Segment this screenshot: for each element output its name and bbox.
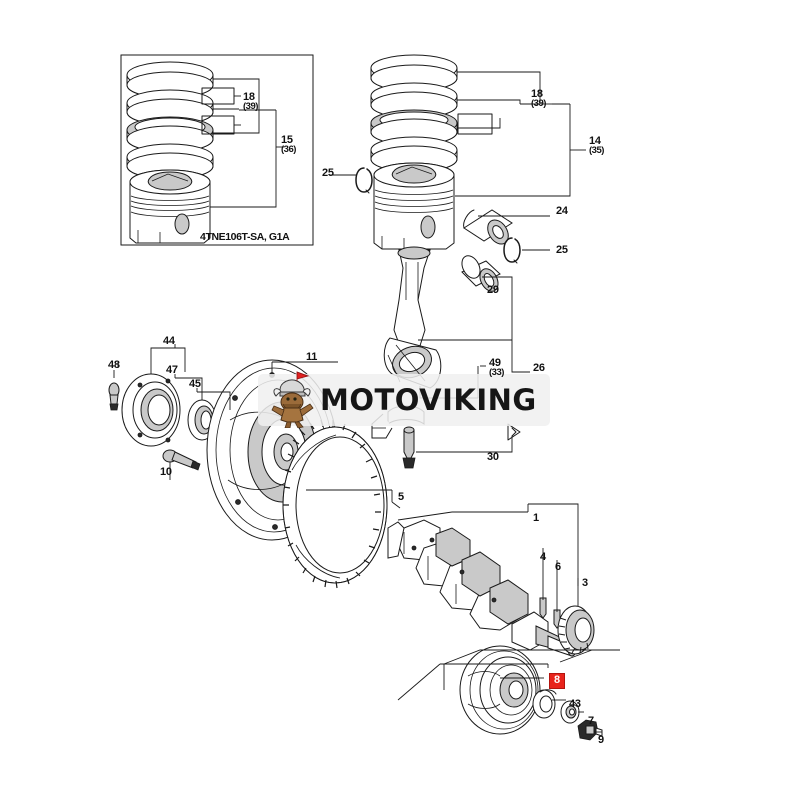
callout-alt-number: (36) <box>281 144 296 155</box>
callout-key[interactable]: 4 <box>540 551 546 563</box>
callout-number: 48 <box>108 359 120 371</box>
callout-o-ring[interactable]: 45 <box>189 378 201 390</box>
callout-number: 11 <box>306 351 318 363</box>
callout-number: 5 <box>398 491 404 503</box>
inset-panel-4tne106t <box>120 54 314 246</box>
callout-alt-number: (39) <box>243 101 258 112</box>
pulley-oring-part <box>532 689 557 719</box>
inset-piston <box>129 169 211 244</box>
crankshaft-part <box>387 519 577 657</box>
callout-alt-number: (35) <box>589 145 604 156</box>
callout-inset-piston-rings[interactable]: 18(39) <box>243 92 258 112</box>
callout-number: 8 <box>554 674 560 686</box>
inset-piston-rings <box>126 61 214 180</box>
callout-piston-rings[interactable]: 18(39) <box>531 89 546 109</box>
callout-inset-piston-assembly[interactable]: 15(36) <box>281 135 296 155</box>
main-piston-body <box>373 162 455 250</box>
callout-washer[interactable]: 7 <box>588 715 594 727</box>
callout-number: 47 <box>166 364 178 376</box>
snap-ring-right-part <box>503 237 521 264</box>
callout-crank-pulley[interactable]: 8 <box>549 673 565 689</box>
inset-caption: 4TNE106T-SA, G1A <box>200 231 290 243</box>
callout-number: 3 <box>582 577 588 589</box>
watermark-text: MOTOVIKING <box>320 382 537 417</box>
callout-number: 26 <box>533 362 545 374</box>
callout-number: 10 <box>160 466 172 478</box>
callout-snap-ring-left[interactable]: 25 <box>322 167 334 179</box>
callout-connecting-rod[interactable]: 49(33) <box>489 358 504 378</box>
callout-oil-seal[interactable]: 47 <box>166 364 178 376</box>
callout-pin[interactable]: 48 <box>108 359 120 371</box>
watermark-overlay: MOTOVIKING <box>258 371 550 428</box>
callout-number: 49 <box>489 357 501 369</box>
callout-number: 7 <box>588 715 594 727</box>
inset-leaders <box>201 78 284 208</box>
callout-pulley-bolt[interactable]: 9 <box>598 734 604 746</box>
snap-ring-left-part <box>355 167 373 194</box>
callout-number: 29 <box>487 284 499 296</box>
callout-alt-number: (33) <box>489 367 504 378</box>
callout-number: 25 <box>556 244 568 256</box>
callout-number: 24 <box>556 205 568 217</box>
callout-key-small[interactable]: 6 <box>555 561 561 573</box>
callout-piston-pin[interactable]: 24 <box>556 205 568 217</box>
callout-number: 9 <box>598 734 604 746</box>
crank-gear-part <box>557 605 595 655</box>
callout-piston-assembly[interactable]: 14(35) <box>589 136 604 156</box>
callout-number: 18 <box>243 91 255 103</box>
callout-number: 18 <box>531 88 543 100</box>
callout-number: 14 <box>589 135 601 147</box>
callout-alt-number: (39) <box>531 98 546 109</box>
callout-rod-bearing[interactable]: 26 <box>533 362 545 374</box>
callout-number: 25 <box>322 167 334 179</box>
callout-v-pulley[interactable]: 43 <box>569 698 581 710</box>
callout-number: 1 <box>533 512 539 524</box>
callout-number: 4 <box>540 551 546 563</box>
ring-gear-part <box>282 419 388 589</box>
callout-snap-ring-right[interactable]: 25 <box>556 244 568 256</box>
main-piston-rings <box>370 54 458 173</box>
callout-number: 6 <box>555 561 561 573</box>
callout-number: 43 <box>569 698 581 710</box>
callout-bolt[interactable]: 10 <box>160 466 172 478</box>
callout-crank-gear[interactable]: 3 <box>582 577 588 589</box>
viking-mascot-icon <box>271 371 314 428</box>
callout-number: 15 <box>281 134 293 146</box>
pulley-bolt-part <box>577 719 603 741</box>
callout-rod-bolt[interactable]: 30 <box>487 451 499 463</box>
callout-crankshaft[interactable]: 1 <box>533 512 539 524</box>
rod-bushing-part <box>461 255 501 292</box>
callout-dowel-pin[interactable]: 5 <box>398 491 404 503</box>
callout-oil-seal-housing[interactable]: 44 <box>163 335 175 347</box>
connecting-rod-assembly <box>383 246 442 389</box>
callout-number: 45 <box>189 378 201 390</box>
callout-number: 30 <box>487 451 499 463</box>
callout-connecting-rod-bushing[interactable]: 29 <box>487 284 499 296</box>
callout-flywheel[interactable]: 11 <box>306 351 318 363</box>
callout-number: 44 <box>163 335 175 347</box>
crank-pulley-part <box>459 645 541 735</box>
